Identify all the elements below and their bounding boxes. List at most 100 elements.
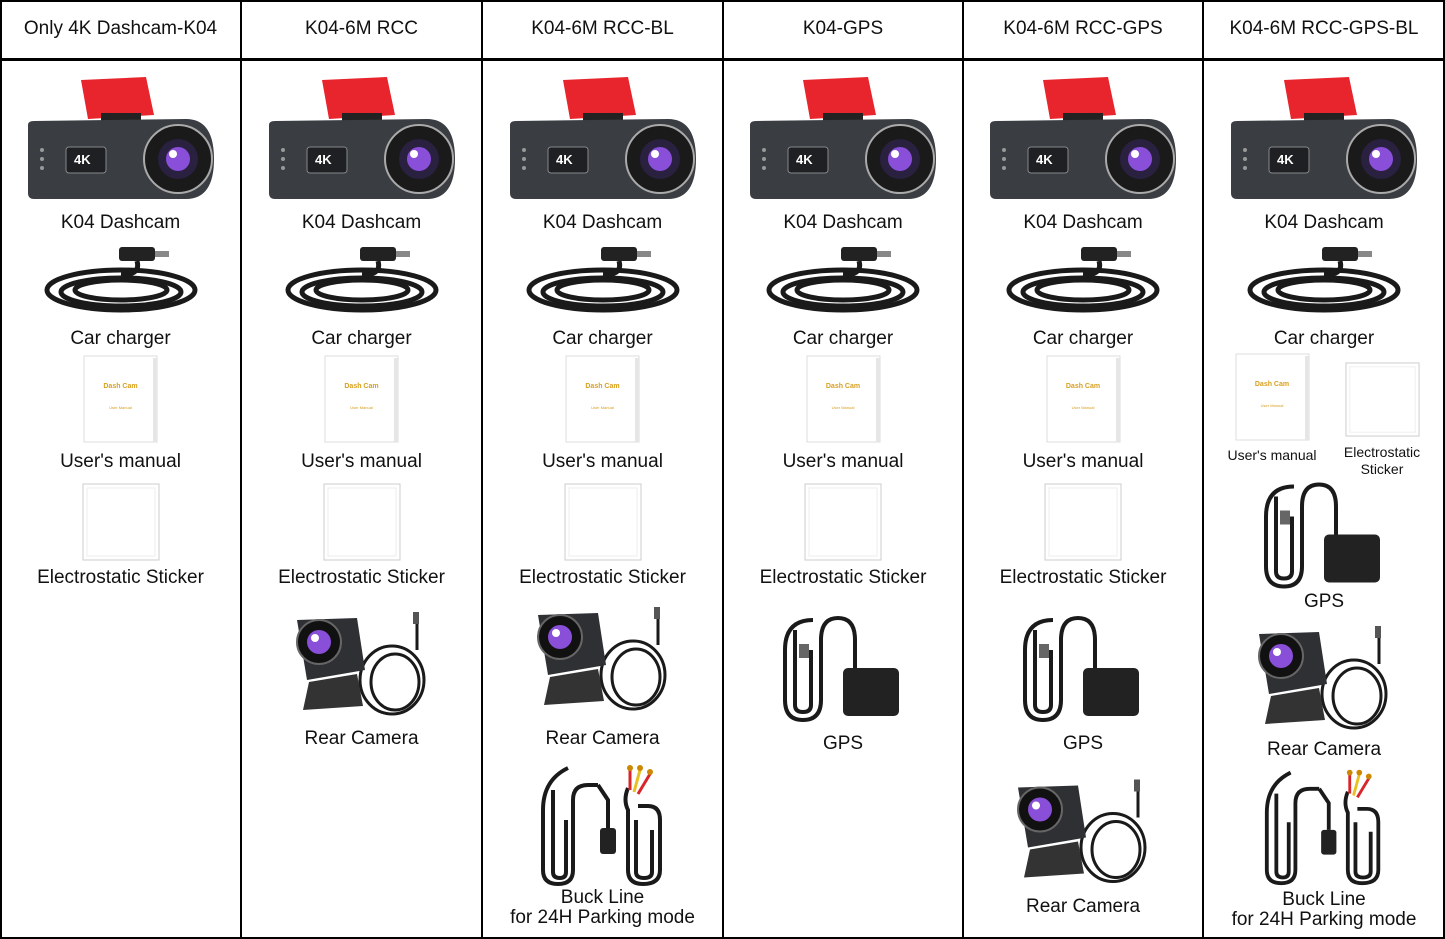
item-label: User's manual <box>60 452 181 472</box>
item-label-line: K04 Dashcam <box>542 212 663 233</box>
item-label: K04 Dashcam <box>61 213 180 233</box>
item-label-line: Buck Line <box>1282 889 1366 910</box>
item-label-line: K04 Dashcam <box>1264 212 1384 233</box>
item-label-line: K04 Dashcam <box>60 212 181 233</box>
rear-camera-icon <box>1008 775 1158 890</box>
item-label-line: Rear Camera <box>304 728 419 749</box>
item-label-line: User's manual <box>1227 447 1317 463</box>
item-label-line: Rear Camera <box>1266 739 1382 760</box>
item-label: User's manual <box>301 452 422 472</box>
electrostatic-sticker-icon <box>323 483 401 561</box>
dashcam-icon <box>748 75 938 200</box>
item-label: K04 Dashcam <box>783 213 902 233</box>
item-label-line: Electrostatic Sticker <box>519 567 686 588</box>
buck-line-icon <box>538 760 668 888</box>
item-label: GPS <box>1063 734 1103 754</box>
car-charger-icon <box>523 245 683 320</box>
rear-camera-icon <box>528 605 678 715</box>
gps-icon <box>783 610 903 722</box>
item-label-line: User's manual <box>782 451 904 472</box>
user-manual-icon <box>806 355 881 443</box>
column-divider <box>240 0 242 939</box>
manual-cover-subtitle: User Manual <box>1071 405 1095 410</box>
item-label-line: User's manual <box>301 451 422 472</box>
electrostatic-sticker-icon <box>1044 483 1122 561</box>
item-label: Electrostatic Sticker <box>760 568 927 588</box>
dashcam-icon <box>267 75 457 200</box>
item-label: User's manual <box>783 452 904 472</box>
item-label-line: Car charger <box>70 328 171 349</box>
electrostatic-sticker-icon <box>82 483 160 561</box>
item-label-line: K04 Dashcam <box>1023 212 1143 233</box>
item-label-line: Car charger <box>311 328 412 349</box>
manual-cover-title: Dash Cam <box>103 383 138 390</box>
manual-cover-subtitle: User Manual <box>109 405 132 410</box>
item-label-line: User's manual <box>542 451 663 472</box>
item-label: GPS <box>1304 592 1344 612</box>
gps-icon <box>1023 610 1143 722</box>
user-manual-icon <box>324 355 399 443</box>
item-label-line: Car charger <box>552 328 653 349</box>
dashcam-icon <box>988 75 1178 200</box>
dashcam-icon <box>508 75 698 200</box>
item-label-line: for 24H Parking mode <box>510 907 695 928</box>
item-label: Car charger <box>311 329 411 349</box>
item-label: Car charger <box>1033 329 1133 349</box>
column-header: Only 4K Dashcam-K04 <box>23 18 218 39</box>
manual-cover-title: Dash Cam <box>1065 383 1101 390</box>
car-charger-icon <box>763 245 923 320</box>
car-charger-icon <box>41 245 201 320</box>
item-label-line: Car charger <box>792 328 894 349</box>
item-label-line: K04 Dashcam <box>301 212 422 233</box>
item-label: K04 Dashcam <box>1264 213 1383 233</box>
item-label: K04 Dashcam <box>1023 213 1142 233</box>
item-label: Electrostatic Sticker <box>519 568 686 588</box>
column-header: K04-6M RCC-GPS <box>1003 18 1163 39</box>
manual-cover-title: Dash Cam <box>585 383 620 390</box>
item-label-line: GPS <box>822 733 864 754</box>
manual-cover-title: Dash Cam <box>825 383 861 390</box>
rear-camera-icon <box>1249 623 1399 735</box>
column-divider <box>962 0 964 939</box>
item-label-line: for 24H Parking mode <box>1231 909 1417 930</box>
manual-cover-subtitle: User Manual <box>350 405 373 410</box>
user-manual-icon <box>83 355 158 443</box>
item-label-line: Car charger <box>1273 328 1375 349</box>
item-label-line: K04 Dashcam <box>783 212 903 233</box>
item-label: Car charger <box>70 329 170 349</box>
column-header: K04-6M RCC <box>305 18 418 39</box>
electrostatic-sticker-icon <box>564 483 642 561</box>
user-manual-icon <box>1046 355 1121 443</box>
item-label: K04 Dashcam <box>543 213 662 233</box>
buck-line-icon <box>1259 765 1389 887</box>
item-label: User's manual <box>1227 447 1316 464</box>
user-manual-icon <box>565 355 640 443</box>
item-label: Rear Camera <box>545 729 659 749</box>
item-label: User's manual <box>1023 452 1144 472</box>
gps-icon <box>1264 475 1384 590</box>
item-label-line: GPS <box>1303 591 1345 612</box>
item-label: K04 Dashcam <box>302 213 421 233</box>
item-label: Electrostatic Sticker <box>278 568 445 588</box>
column-header: K04-6M RCC-GPS-BL <box>1229 18 1419 39</box>
item-label-line: User's manual <box>60 451 181 472</box>
item-label-line: User's manual <box>1022 451 1144 472</box>
item-label: Electrostatic Sticker <box>1000 568 1167 588</box>
manual-cover-subtitle: User Manual <box>831 405 855 410</box>
item-label-line: Electrostatic Sticker <box>278 567 445 588</box>
item-label-line: Buck Line <box>560 887 645 908</box>
item-label-line: Car charger <box>1032 328 1134 349</box>
item-label: Car charger <box>793 329 893 349</box>
dashcam-icon <box>1229 75 1419 200</box>
column-header: K04-GPS <box>802 18 884 39</box>
item-label-line: Rear Camera <box>545 728 660 749</box>
item-label-line: Electrostatic <box>1343 444 1421 460</box>
car-charger-icon <box>282 245 442 320</box>
item-label: Electrostatic Sticker <box>37 568 204 588</box>
item-label: Rear Camera <box>304 729 418 749</box>
item-label-line: Electrostatic Sticker <box>759 567 927 588</box>
item-label: User's manual <box>542 452 663 472</box>
item-label-line: Electrostatic Sticker <box>999 567 1167 588</box>
